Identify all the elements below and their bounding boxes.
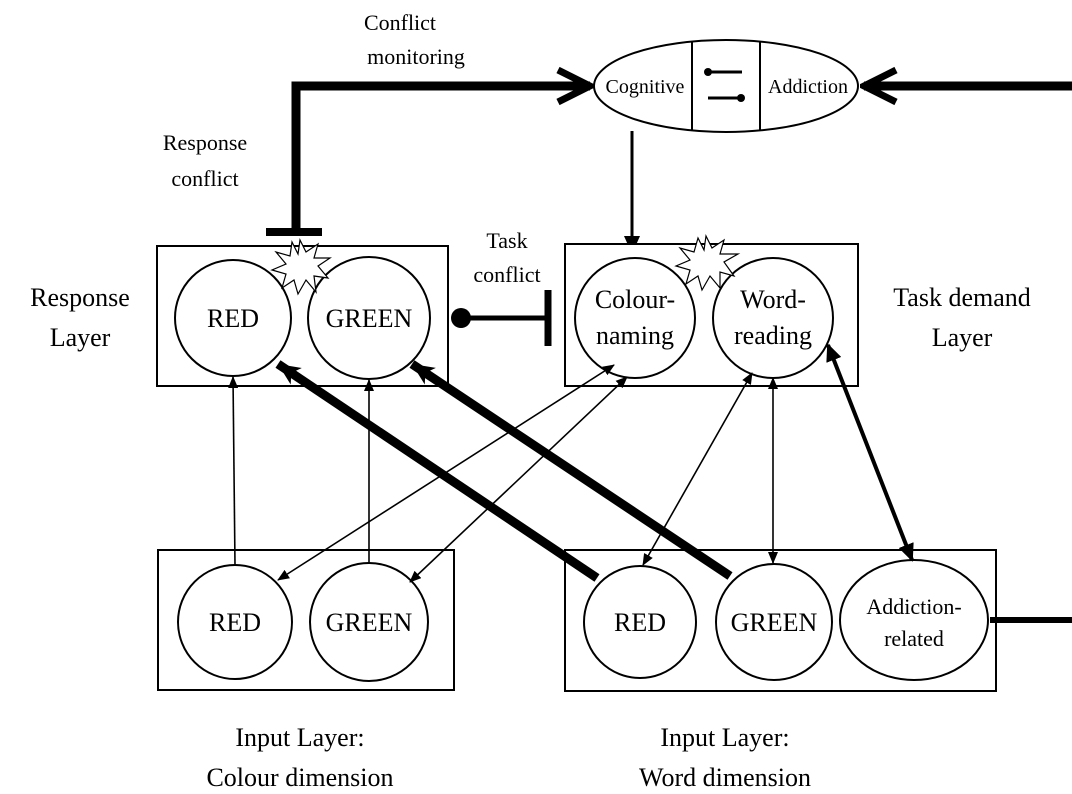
response-conflict-label-1: Response [163, 130, 247, 155]
word-reading-to-addiction-related-arrow [826, 343, 914, 562]
input-word-green-node [715, 563, 833, 681]
addiction-related-node [839, 559, 989, 681]
addiction-related-label-2: related [884, 626, 944, 651]
task-demand-layer-label-1: Task demand [893, 283, 1031, 312]
task-demand-layer-label-2: Layer [932, 323, 993, 352]
cognitive-label: Cognitive [606, 76, 685, 98]
colour-naming-node [574, 257, 696, 379]
word-reading-label-1: Word- [740, 285, 806, 314]
task-conflict-label-1: Task [486, 228, 527, 253]
addiction-label: Addiction [768, 76, 848, 98]
input-colour-layer-label-1: Input Layer: [235, 723, 364, 752]
input-word-layer-label-1: Input Layer: [660, 723, 789, 752]
input-colour-red-label: RED [209, 608, 261, 637]
word-reading-to-word-red-arrow [642, 372, 753, 566]
input-word-red-node [583, 565, 697, 679]
response-red-label: RED [207, 304, 259, 333]
colour-naming-label-2: naming [596, 321, 674, 350]
input-word-green-label: GREEN [731, 608, 818, 637]
addiction-related-label-1: Addiction- [866, 594, 961, 619]
control-unit: Cognitive Addiction [593, 39, 859, 133]
conflict-monitoring-arrow [291, 86, 590, 228]
response-layer-label-1: Response [30, 283, 130, 312]
conflict-monitoring-label-2: monitoring [367, 44, 465, 69]
response-red-node [174, 259, 292, 377]
response-layer-label-2: Layer [50, 323, 111, 352]
word-reading-node [712, 257, 834, 379]
colour-naming-label-1: Colour- [595, 285, 675, 314]
input-word-layer-label-2: Word dimension [639, 763, 811, 792]
word-reading-label-2: reading [734, 321, 812, 350]
response-conflict-burst-icon [270, 238, 332, 296]
input-word-red-label: RED [614, 608, 666, 637]
input-colour-green-label: GREEN [326, 608, 413, 637]
conflict-monitoring-label-1: Conflict [364, 10, 436, 35]
task-conflict-label-2: conflict [473, 262, 540, 287]
colour-red-to-response-red-arrow [228, 376, 239, 566]
response-green-label: GREEN [326, 304, 413, 333]
switch-icon [704, 68, 745, 102]
task-conflict-link [451, 290, 552, 346]
response-conflict-label-2: conflict [171, 166, 238, 191]
word-green-to-response-green-arrow [409, 360, 733, 580]
colour-naming-to-colour-green-arrow [409, 376, 628, 583]
task-conflict-burst-icon [674, 234, 741, 292]
word-red-to-response-red-arrow [275, 360, 600, 582]
input-colour-layer-label-2: Colour dimension [206, 763, 393, 792]
